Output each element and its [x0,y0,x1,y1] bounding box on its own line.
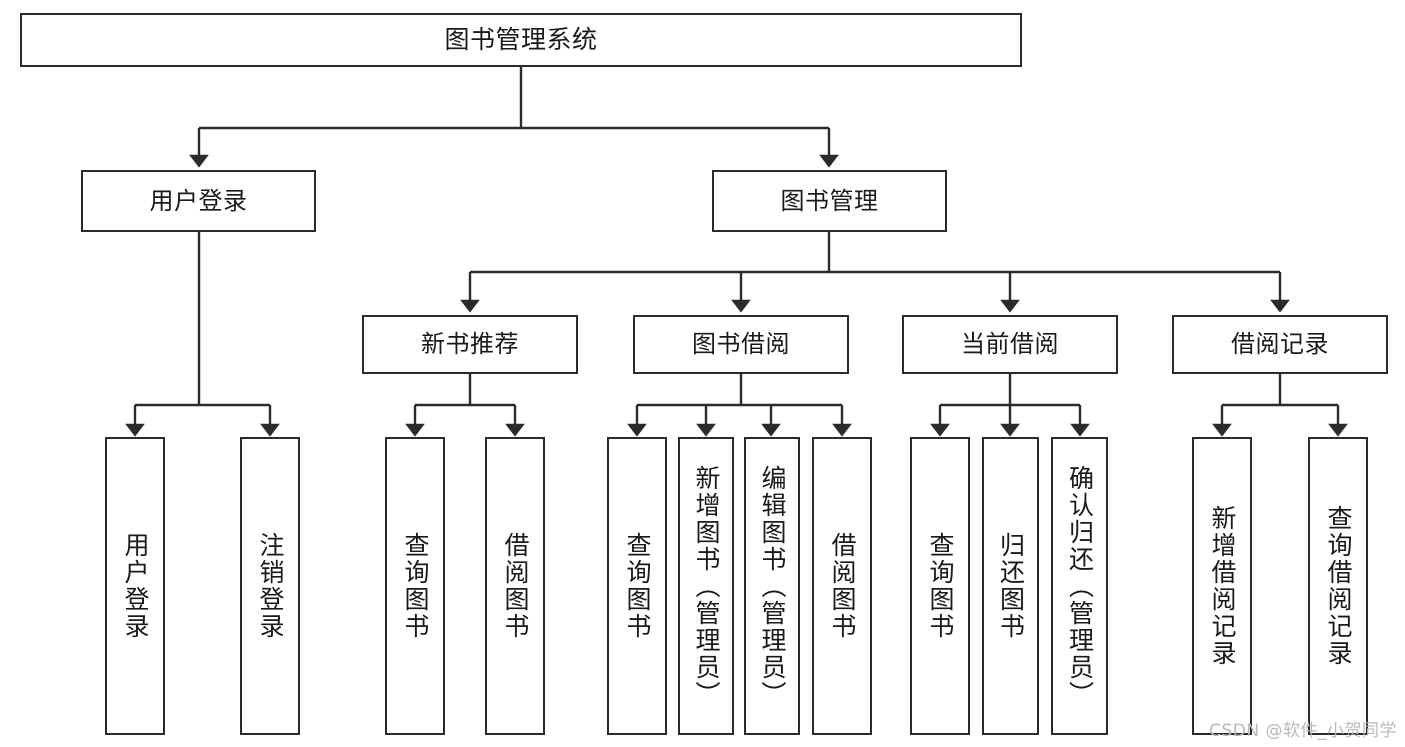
node-label: 新书推荐 [421,330,519,359]
leaf-book-borrow-add-book-admin[interactable]: 新增图书（管理员） [678,437,734,735]
csdn-watermark: CSDN @软件_小贺同学 [1209,721,1397,741]
leaf-borrow-record-add-record[interactable]: 新增借阅记录 [1192,437,1252,735]
node-label: 借阅记录 [1231,330,1329,359]
node-label: 当前借阅 [961,330,1059,359]
node-new-book-recommend[interactable]: 新书推荐 [362,315,578,374]
node-label: 借阅图书 [828,532,857,640]
node-current-borrow[interactable]: 当前借阅 [902,315,1118,374]
node-label: 查询图书 [401,532,430,640]
node-label: 图书管理 [780,186,879,215]
node-label: 归还图书 [996,532,1026,640]
leaf-current-borrow-confirm-return-admin[interactable]: 确认归还（管理员） [1051,437,1108,735]
node-label: 查询图书 [926,532,955,640]
node-label: 查询借阅记录 [1324,505,1353,667]
leaf-user-login-logout[interactable]: 注销登录 [240,437,300,735]
leaf-current-borrow-query-book[interactable]: 查询图书 [910,437,970,735]
node-label: 用户登录 [149,186,248,215]
node-label: 编辑图书（管理员） [758,464,787,708]
leaf-new-book-query-book[interactable]: 查询图书 [385,437,445,735]
node-user-login[interactable]: 用户登录 [81,170,316,232]
node-borrow-record[interactable]: 借阅记录 [1172,315,1388,374]
leaf-new-book-borrow-book[interactable]: 借阅图书 [485,437,545,735]
node-label: 新增借阅记录 [1208,505,1237,667]
node-label: 确认归还（管理员） [1065,464,1095,708]
leaf-user-login-login[interactable]: 用户登录 [105,437,165,735]
leaf-book-borrow-edit-book-admin[interactable]: 编辑图书（管理员） [744,437,800,735]
leaf-book-borrow-query-book[interactable]: 查询图书 [607,437,667,735]
leaf-current-borrow-return-book[interactable]: 归还图书 [982,437,1039,735]
node-label: 借阅图书 [501,532,530,640]
node-label: 图书管理系统 [444,25,598,55]
node-root-book-management-system[interactable]: 图书管理系统 [20,13,1022,67]
node-label: 图书借阅 [692,330,790,359]
node-label: 用户登录 [121,532,150,640]
node-label: 注销登录 [256,532,285,640]
node-label: 新增图书（管理员） [692,464,721,708]
node-book-borrow[interactable]: 图书借阅 [633,315,849,374]
leaf-book-borrow-borrow-book[interactable]: 借阅图书 [812,437,872,735]
leaf-borrow-record-query-record[interactable]: 查询借阅记录 [1308,437,1368,735]
node-book-management[interactable]: 图书管理 [712,170,947,232]
node-label: 查询图书 [623,532,652,640]
